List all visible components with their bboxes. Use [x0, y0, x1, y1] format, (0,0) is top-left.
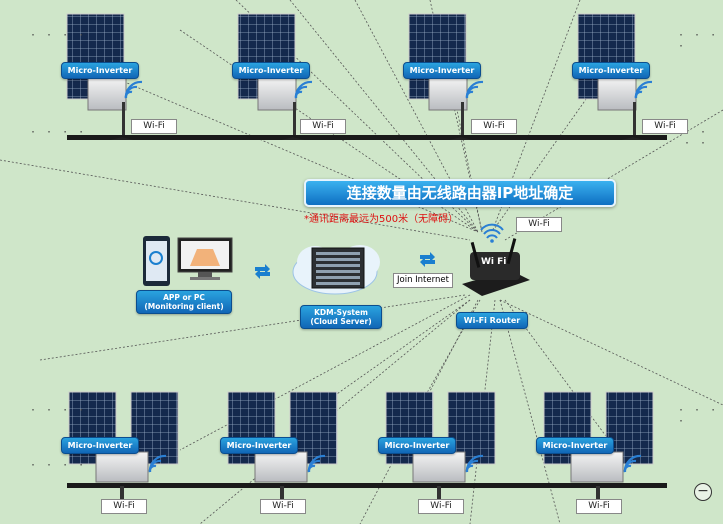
ellipsis-top-left: · · · · — [30, 30, 87, 41]
wifi-label: Wi-Fi — [260, 499, 306, 514]
app-pc-device — [143, 236, 233, 286]
micro-inverter-label: Micro-Inverter — [220, 437, 298, 454]
ellipsis-low-left: · · · · — [30, 460, 87, 471]
cloud-server-label-line1: KDM-System — [314, 308, 368, 317]
distance-note: *通讯距离最远为500米（无障碍） — [304, 214, 459, 225]
ellipsis-mid-right: · · · · — [684, 127, 709, 149]
router-wifi-label: Wi-Fi — [516, 217, 562, 232]
micro-inverter-label: Micro-Inverter — [572, 62, 650, 79]
wifi-label: Wi-Fi — [642, 119, 688, 134]
ellipsis-bottom-left: · · · · — [30, 405, 87, 416]
app-pc-label-line2: (Monitoring client) — [144, 302, 224, 311]
router-wifi-badge: Wi Fi — [481, 257, 507, 267]
ellipsis-top-right: · · · · — [678, 30, 719, 52]
wifi-label: Wi-Fi — [418, 499, 464, 514]
exchange-arrows-right — [420, 252, 435, 267]
micro-inverter-label: Micro-Inverter — [232, 62, 310, 79]
cloud-server-label-line2: (Cloud Server) — [310, 317, 372, 326]
micro-inverter-label: Micro-Inverter — [378, 437, 456, 454]
app-pc-label-line1: APP or PC — [163, 293, 205, 302]
micro-inverter-label: Micro-Inverter — [403, 62, 481, 79]
title-banner: 连接数量由无线路由器IP地址确定 — [304, 179, 616, 207]
micro-inverter-label: Micro-Inverter — [61, 437, 139, 454]
top-row-units — [66, 13, 667, 140]
wifi-label: Wi-Fi — [101, 499, 147, 514]
minus-circle-icon[interactable]: − — [694, 483, 712, 501]
wifi-label: Wi-Fi — [300, 119, 346, 134]
cloud-server — [292, 245, 380, 295]
exchange-arrows-left — [255, 264, 270, 279]
app-pc-label: APP or PC (Monitoring client) — [136, 290, 232, 314]
join-internet-label: Join Internet — [393, 273, 453, 288]
micro-inverter-label: Micro-Inverter — [61, 62, 139, 79]
wifi-label: Wi-Fi — [131, 119, 177, 134]
ellipsis-mid-left: · · · · — [30, 127, 87, 138]
wifi-router-label: Wi-Fi Router — [456, 312, 528, 329]
ellipsis-bottom-right: · · · · — [678, 405, 719, 427]
cloud-server-label: KDM-System (Cloud Server) — [300, 305, 382, 329]
wifi-router — [462, 223, 530, 296]
micro-inverter-label: Micro-Inverter — [536, 437, 614, 454]
wifi-label: Wi-Fi — [576, 499, 622, 514]
wifi-label: Wi-Fi — [471, 119, 517, 134]
